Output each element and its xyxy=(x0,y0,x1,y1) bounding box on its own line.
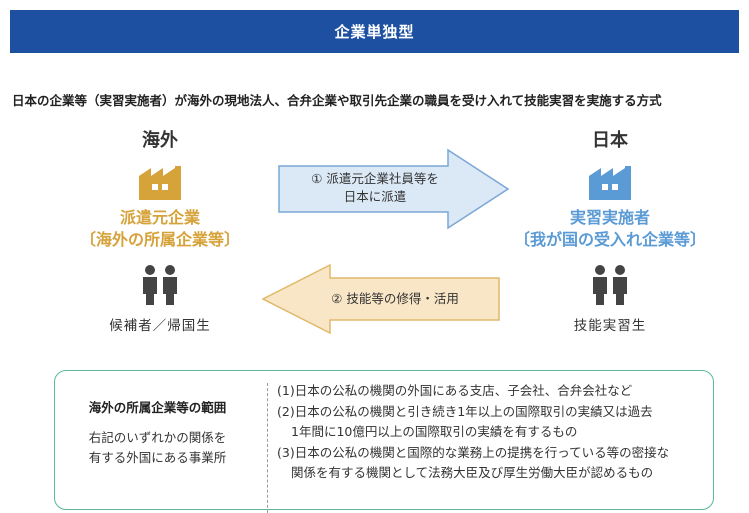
info-left: 海外の所属企業等の範囲 右記のいずれかの関係を 有する外国にある事業所 xyxy=(55,371,260,468)
info-item-1-line1: (1)日本の公私の機関の外国にある支店、子会社、合弁会社など xyxy=(277,383,633,398)
info-item-3: (3)日本の公私の機関と国際的な業務上の提携を行っている等の密接な 関係を有する… xyxy=(277,443,707,484)
info-item-3-line2: 関係を有する機関として法務大臣及び厚生労働大臣が認めるもの xyxy=(291,465,654,480)
arrow-dispatch-line2: 日本に派遣 xyxy=(343,189,407,204)
people-icon xyxy=(593,265,627,305)
factory-icon xyxy=(139,166,181,200)
info-list: (1)日本の公私の機関の外国にある支店、子会社、合弁会社など (2)日本の公私の… xyxy=(277,381,707,484)
org-sub-dispatching: 〔海外の所属企業等〕 xyxy=(79,230,240,249)
info-box: 海外の所属企業等の範囲 右記のいずれかの関係を 有する外国にある事業所 (1)日… xyxy=(54,370,714,513)
info-title: 海外の所属企業等の範囲 xyxy=(88,400,227,415)
info-item-2-line2: 1年間に10億円以上の国際取引の実績を有するもの xyxy=(291,424,578,439)
arrow-return xyxy=(262,264,500,334)
info-item-2-line1: (2)日本の公私の機関と引き続き1年以上の国際取引の実績又は過去 xyxy=(277,403,653,419)
org-sub-implementer: 〔我が国の受入れ企業等〕 xyxy=(513,230,706,249)
info-desc: 右記のいずれかの関係を 有する外国にある事業所 xyxy=(55,428,260,468)
info-desc-line2: 有する外国にある事業所 xyxy=(88,450,227,465)
overseas-side: 海外 派遣元企業 〔海外の所属企業等〕 候補者／帰国生 xyxy=(60,128,260,334)
arrow-dispatch-label: ① 派遣元企業社員等を 日本に派遣 xyxy=(290,170,460,206)
info-item-2: (2)日本の公私の機関と引き続き1年以上の国際取引の実績又は過去 1年間に10億… xyxy=(277,402,707,443)
region-label-overseas: 海外 xyxy=(142,130,178,151)
dashed-divider xyxy=(267,383,268,513)
people-icon xyxy=(143,265,177,305)
header-bar: 企業単独型 xyxy=(10,10,739,53)
header-title: 企業単独型 xyxy=(334,23,415,41)
org-name-implementer: 実習実施者 xyxy=(569,208,650,227)
description-text: 日本の企業等（実習実施者）が海外の現地法人、合弁企業や取引先企業の職員を受け入れ… xyxy=(12,93,662,108)
org-name-dispatching: 派遣元企業 xyxy=(119,208,200,227)
arrow-dispatch-line1: ① 派遣元企業社員等を xyxy=(311,171,439,186)
factory-icon xyxy=(589,166,631,200)
info-desc-line1: 右記のいずれかの関係を xyxy=(88,430,227,445)
arrow-return-label: ② 技能等の修得・活用 xyxy=(331,291,459,306)
japan-side: 日本 実習実施者 〔我が国の受入れ企業等〕 技能実習生 xyxy=(490,128,730,334)
info-item-3-line1: (3)日本の公私の機関と国際的な業務上の提携を行っている等の密接な xyxy=(277,444,670,460)
region-label-japan: 日本 xyxy=(592,130,628,151)
role-trainee: 技能実習生 xyxy=(573,318,647,334)
info-item-1: (1)日本の公私の機関の外国にある支店、子会社、合弁会社など xyxy=(277,381,707,402)
arrow-dispatch xyxy=(278,148,510,230)
role-candidate: 候補者／帰国生 xyxy=(109,318,211,334)
